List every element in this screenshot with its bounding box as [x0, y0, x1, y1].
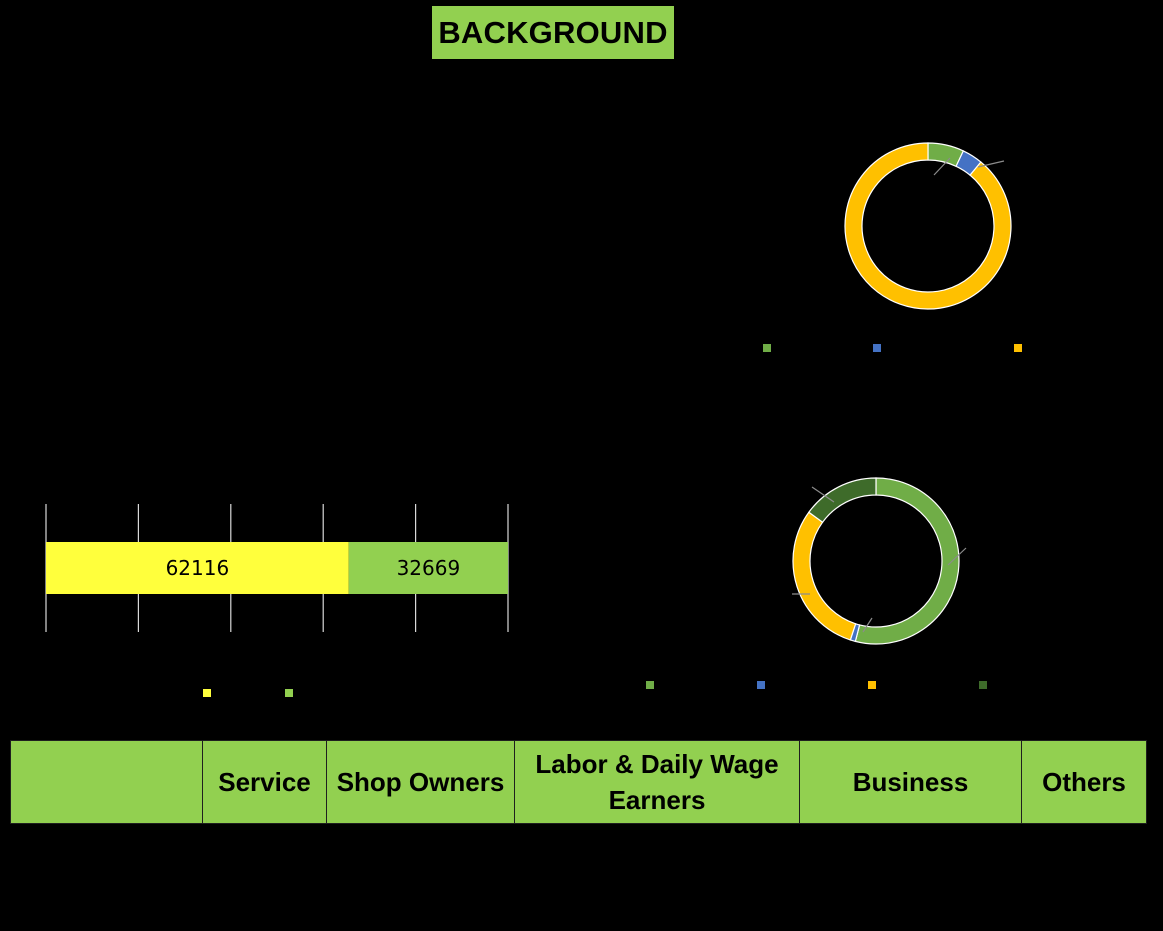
bar-data-label-1: 32669: [397, 556, 461, 580]
table-header-blank: [10, 740, 203, 824]
donut2-legend-swatch-2: [867, 680, 877, 690]
donut1-legend-swatch-0: [762, 343, 772, 353]
donut2-legend-swatch-3: [978, 680, 988, 690]
bar-legend-swatch-0: [202, 688, 212, 698]
stacked-bar-segment-0: [46, 542, 349, 594]
bar-data-label-0: 62116: [166, 556, 230, 580]
donut1-leader-line-0: [933, 157, 951, 176]
donut1-legend-swatch-2: [1013, 343, 1023, 353]
donut2-slice-3: [808, 477, 877, 524]
donut1-slice-2: [844, 142, 1012, 310]
table-header-shop-owners: Shop Owners: [326, 740, 515, 824]
donut2-leader-line-0: [947, 547, 967, 566]
donut1-legend-swatch-1: [872, 343, 882, 353]
table-header-row: Service Shop Owners Labor & Daily Wage E…: [10, 740, 1147, 824]
donut1-leader-line-1: [977, 160, 1005, 168]
donut2-legend-swatch-1: [756, 680, 766, 690]
table-header-labor: Labor & Daily Wage Earners: [514, 740, 800, 824]
donut2-slice-2: [792, 511, 857, 641]
page-title: BACKGROUND: [432, 6, 674, 59]
donut2-leader-line-1: [862, 617, 873, 633]
donut2-leader-line-3: [811, 486, 835, 503]
bar-legend-swatch-1: [284, 688, 294, 698]
stacked-bar-segment-1: [348, 542, 508, 594]
table-header-business: Business: [799, 740, 1022, 824]
table-header-others: Others: [1021, 740, 1147, 824]
donut2-legend-swatch-0: [645, 680, 655, 690]
table-header-service: Service: [202, 740, 327, 824]
occupation-table: Service Shop Owners Labor & Daily Wage E…: [10, 740, 1147, 824]
